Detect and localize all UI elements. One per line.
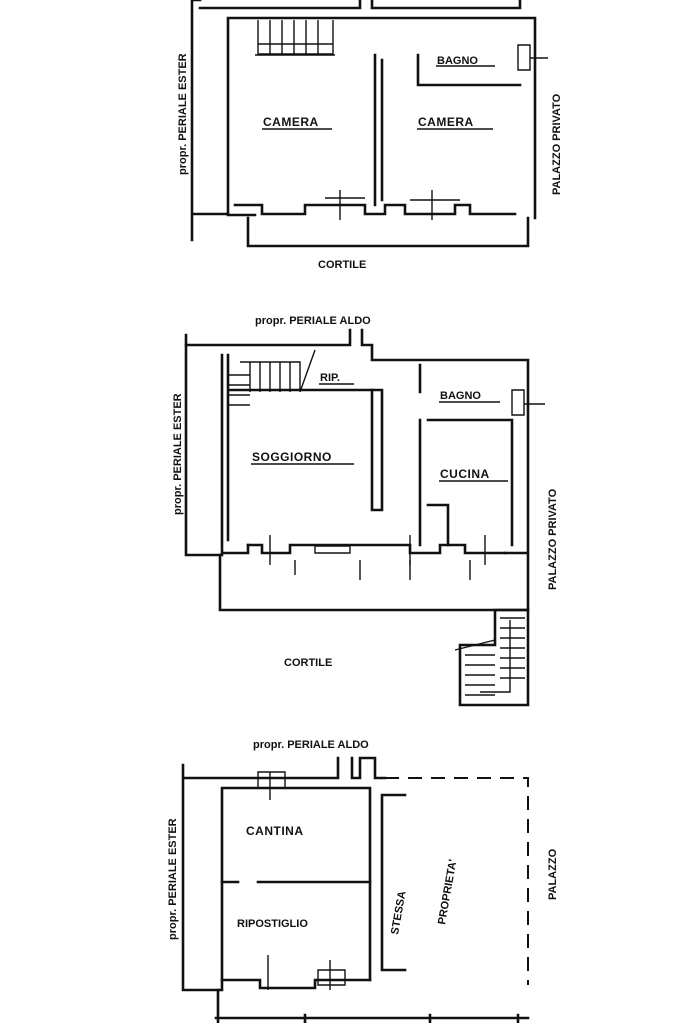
top-bagno-wall [416, 53, 522, 87]
bottom-neighbor-top-label: propr. PERIALE ALDO [253, 739, 369, 751]
bottom-dashed-boundary [385, 777, 529, 985]
middle-courtyard-label: CORTILE [284, 657, 332, 669]
top-window-left [325, 190, 365, 220]
middle-kitchen-wall [418, 363, 514, 547]
bottom-neighbor-left-label: propr. PERIALE ESTER [167, 818, 179, 940]
top-camera-left-label: CAMERA [263, 115, 319, 129]
bottom-stessa-label: STESSA [389, 890, 408, 935]
middle-flue [511, 389, 545, 416]
middle-rip-label: RIP. [320, 372, 340, 384]
top-window-right [410, 190, 460, 220]
top-left-boundary [190, 0, 230, 242]
middle-exterior-stair-treads [454, 617, 525, 696]
top-neighbor-left-label: propr. PERIALE ESTER [177, 53, 189, 175]
top-flue [517, 44, 548, 71]
middle-outer-wall [184, 328, 530, 555]
middle-floor-plan: propr. PERIALE ALDO RIP. BAGNO SOGGIORNO… [172, 315, 559, 707]
top-courtyard-label: CORTILE [318, 259, 366, 271]
middle-soggiorno-label: SOGGIORNO [252, 450, 332, 464]
bottom-inner-frame [220, 786, 372, 992]
middle-bagno-label: BAGNO [440, 390, 481, 402]
top-camera-right-label: CAMERA [418, 115, 474, 129]
middle-cucina-label: CUCINA [440, 467, 490, 481]
top-bagno-label: BAGNO [437, 55, 478, 67]
middle-courtyard-hatch [294, 560, 471, 580]
top-inner-bottom-wall [233, 203, 517, 216]
top-partition [373, 53, 384, 207]
middle-left-boundary [184, 333, 224, 557]
middle-neighbor-left-label: propr. PERIALE ESTER [172, 393, 184, 515]
middle-soggiorno-right-wall [370, 388, 384, 512]
middle-kitchen-step [426, 503, 450, 547]
middle-exterior-staircase [458, 608, 530, 707]
bottom-floor-plan: propr. PERIALE ALDO CANTINA RIPOSTIGLIO … [167, 739, 559, 1023]
bottom-vent-bottom [317, 960, 346, 990]
bottom-vent-top [257, 771, 286, 800]
middle-inner-frame [220, 353, 250, 555]
middle-courtyard-boundary [218, 553, 530, 612]
top-neighbor-right-label: PALAZZO PRIVATO [551, 93, 563, 195]
top-top-edge [198, 0, 522, 10]
bottom-base-line [214, 988, 530, 1023]
middle-neighbor-right-label: PALAZZO PRIVATO [547, 488, 559, 590]
middle-neighbor-top-label: propr. PERIALE ALDO [255, 315, 371, 327]
top-floor-plan: CAMERA CAMERA BAGNO propr. PERIALE ESTER… [177, 0, 563, 271]
top-staircase [255, 20, 335, 56]
bottom-right-room [380, 793, 407, 972]
bottom-neighbor-right-label: PALAZZO [547, 848, 559, 900]
middle-window [314, 545, 351, 554]
bottom-proprieta-label: PROPRIETA' [436, 858, 459, 925]
bottom-inner-bottom-wall [220, 978, 372, 990]
bottom-outer-wall [181, 756, 387, 992]
middle-staircase [228, 349, 316, 406]
middle-door-marks [269, 535, 486, 565]
bottom-cantina-label: CANTINA [246, 824, 304, 838]
middle-inner-bottom-wall [246, 543, 507, 555]
bottom-ripostiglio-label: RIPOSTIGLIO [237, 918, 308, 930]
